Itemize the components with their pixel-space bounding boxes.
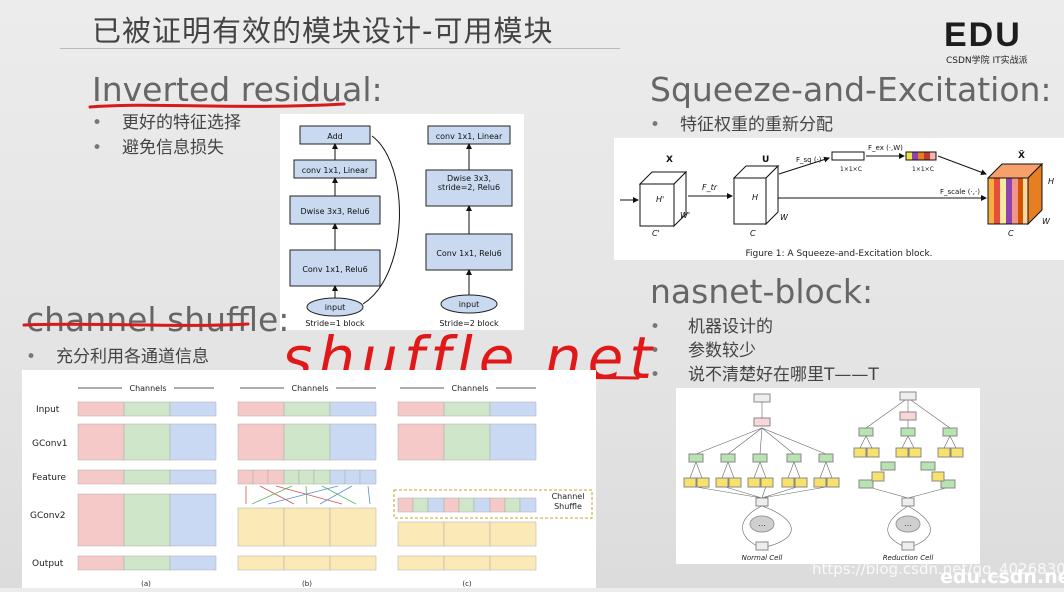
red-underline-inverted <box>88 102 346 109</box>
normal-add-nodes <box>688 453 834 463</box>
edu-logo: EDU CSDN学院 IT实战派 <box>944 16 1048 66</box>
inverted-bullet-2: •避免信息损失 <box>92 138 224 158</box>
red-underline-shuffle <box>22 322 250 327</box>
title-divider <box>60 48 620 49</box>
normal-cell-caption: Normal Cell <box>742 554 783 562</box>
block-dwise-label: Dwise 3x3, Relu6 <box>300 207 369 216</box>
svg-text:Feature: Feature <box>32 473 66 483</box>
block-dwise-s2-label: Dwise 3x3, stride=2, Relu6 <box>437 174 501 192</box>
ftr-label: F_tr <box>702 183 718 192</box>
channel-shuffle-heading: channel shuffle: <box>26 300 290 339</box>
block-conv-relu-s2-label: Conv 1x1, Relu6 <box>436 249 501 258</box>
nasnet-diagram: ... Normal Cell ... Reduction Cell <box>683 391 964 562</box>
shuffle-box <box>393 489 593 519</box>
inverted-residual-diagram: Add conv 1x1, Linear Dwise 3x3, Relu6 Co… <box>289 125 513 328</box>
block-conv-linear-label: conv 1x1, Linear <box>302 166 369 175</box>
svg-text:(c): (c) <box>462 580 472 588</box>
input-right-label: input <box>459 300 480 309</box>
svg-text:1×1×C: 1×1×C <box>912 166 934 173</box>
reduction-cell-caption: Reduction Cell <box>883 554 934 562</box>
svg-text:H: H <box>752 193 758 202</box>
slide-title: 已被证明有效的模块设计-可用模块 <box>92 14 554 48</box>
se-figure: X H' W' C' F_tr U H W C F_sq (·) 1×1×C F… <box>614 138 1064 260</box>
channel-shuffle-label: Channel Shuffle <box>551 492 585 511</box>
panel-a <box>77 401 217 571</box>
watermark-domain: edu.csdn.net <box>940 566 1064 588</box>
inverted-bullet-1: •更好的特征选择 <box>92 113 241 133</box>
stride2-caption: Stride=2 block <box>439 319 499 328</box>
svg-text:C: C <box>750 229 756 238</box>
svg-text:...: ... <box>758 519 766 528</box>
svg-text:C': C' <box>652 229 660 238</box>
svg-text:Channels: Channels <box>451 384 488 393</box>
nasnet-heading: nasnet-block: <box>650 272 874 311</box>
svg-text:GConv1: GConv1 <box>32 439 68 449</box>
shuffle-arrows <box>245 485 371 505</box>
excitation-vector <box>905 151 937 161</box>
block-add-label: Add <box>327 132 343 141</box>
nasnet-figure: ... Normal Cell ... Reduction Cell <box>676 388 980 564</box>
input-left-label: input <box>325 303 346 312</box>
svg-text:C: C <box>1008 229 1014 238</box>
shuffle-bullet-1: •充分利用各通道信息 <box>26 347 209 367</box>
logo-main-text: EDU <box>944 16 1022 54</box>
svg-text:W: W <box>1042 217 1051 226</box>
logo-sub-text: CSDN学院 IT实战派 <box>946 56 1028 66</box>
stride1-caption: Stride=1 block <box>305 319 365 328</box>
nasnet-bullet-1: •机器设计的 <box>650 317 773 337</box>
svg-text:(b): (b) <box>302 580 312 588</box>
se-heading: Squeeze-and-Excitation: <box>650 70 1052 109</box>
x-label: X <box>666 155 673 165</box>
reduction-add-nodes <box>858 427 958 489</box>
se-caption: Figure 1: A Squeeze-and-Excitation block… <box>745 249 932 259</box>
svg-text:Channels: Channels <box>129 384 166 393</box>
svg-text:H': H' <box>656 195 664 204</box>
svg-text:Output: Output <box>32 559 64 569</box>
squeeze-vector <box>831 151 865 161</box>
nasnet-bullet-3: •说不清楚好在哪里T——T <box>650 365 879 385</box>
channel-shuffle-diagram: Input GConv1 Feature GConv2 Output Chann… <box>30 382 593 588</box>
channel-shuffle-figure: Input GConv1 Feature GConv2 Output Chann… <box>22 370 596 588</box>
fsq-label: F_sq (·) <box>796 156 822 164</box>
u-cube <box>732 164 780 226</box>
svg-text:...: ... <box>904 519 912 528</box>
panel-b <box>237 401 377 571</box>
x-cube <box>638 170 688 228</box>
fscale-label: F_scale (·,·) <box>940 188 980 196</box>
block-conv-relu <box>289 249 381 287</box>
fex-label: F_ex (·,W) <box>868 144 903 152</box>
svg-text:Input: Input <box>36 405 60 415</box>
svg-text:(a): (a) <box>141 580 151 588</box>
nasnet-bullet-2: •参数较少 <box>650 341 756 361</box>
sub-labels: (a) (b) (c) <box>141 580 472 588</box>
svg-text:Channels: Channels <box>291 384 328 393</box>
svg-text:1×1×C: 1×1×C <box>840 166 862 173</box>
watermark-url: https://blog.csdn.net/qq_40268306 <box>812 560 1064 578</box>
se-diagram: X H' W' C' F_tr U H W C F_sq (·) 1×1×C F… <box>620 144 1054 259</box>
u-label: U <box>762 155 769 165</box>
x-tilde-cube <box>986 162 1044 226</box>
inverted-residual-figure: Add conv 1x1, Linear Dwise 3x3, Relu6 Co… <box>280 114 524 330</box>
panel-c <box>397 401 537 571</box>
svg-text:W: W <box>780 213 789 222</box>
block-conv-relu-label: Conv 1x1, Relu6 <box>302 265 367 274</box>
svg-text:W': W' <box>680 211 690 220</box>
row-labels: Input GConv1 Feature GConv2 Output <box>30 405 68 569</box>
reduction-op-nodes <box>853 447 964 482</box>
x-tilde-label: X̃ <box>1018 149 1025 161</box>
se-bullet-1: •特征权重的重新分配 <box>650 115 833 135</box>
block-conv-linear-s2-label: conv 1x1, Linear <box>436 132 503 141</box>
normal-op-nodes <box>683 477 840 488</box>
nasnet-edges <box>689 397 957 549</box>
svg-text:GConv2: GConv2 <box>30 511 66 521</box>
svg-text:H: H <box>1048 177 1054 186</box>
inverted-residual-heading: Inverted residual: <box>92 70 383 109</box>
